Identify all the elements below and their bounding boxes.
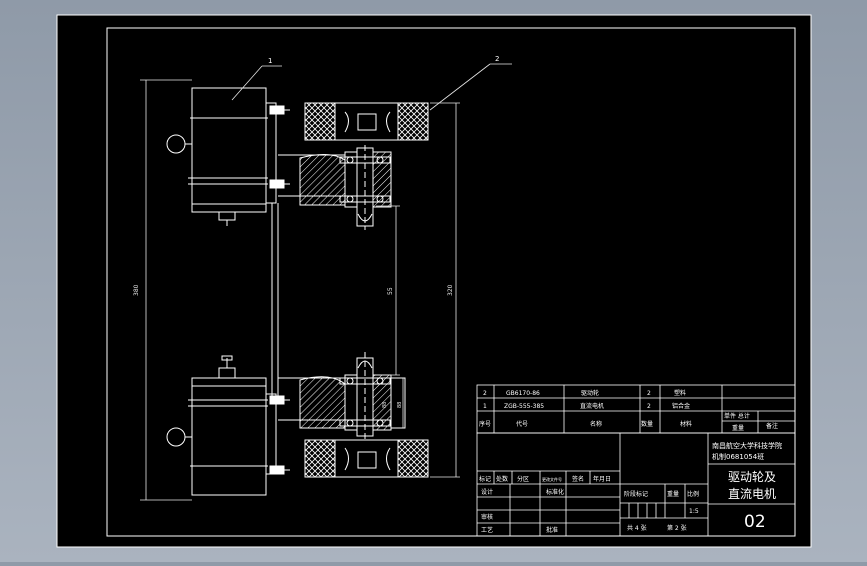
dim-inner: 55 (387, 287, 394, 295)
bom-header-code: 代号 (516, 420, 528, 428)
bom-row-1-qty: 2 (647, 403, 651, 410)
bom-header-qty: 数量 (641, 420, 653, 428)
bom-row-1-no: 1 (483, 403, 487, 410)
title-line-2: 直流电机 (728, 487, 776, 501)
dim-shaft-left: 88 (382, 402, 388, 408)
bom-row-1-name: 直流电机 (580, 402, 604, 410)
drawing-frame (106, 27, 796, 537)
mark-row-5: 年月日 (593, 475, 611, 483)
sheet-count: 共 4 张 (627, 524, 647, 532)
weight-label: 重量 (667, 490, 679, 498)
callout-2: 2 (495, 55, 499, 63)
bom-header-no: 序号 (479, 420, 491, 428)
school-name: 南昌航空大学科技学院 (712, 441, 782, 450)
bom-row-2-code: GB6170-86 (506, 390, 540, 397)
bom-header-remark: 备注 (766, 422, 778, 430)
dim-right: 320 (447, 284, 454, 296)
bom-row-2-qty: 2 (647, 390, 651, 397)
bom-row-1-material: 铝合金 (672, 402, 690, 410)
scale-value: 1:5 (689, 508, 699, 515)
dim-shaft-right: 88 (397, 402, 403, 408)
callout-1: 1 (268, 57, 272, 65)
bom-header-weight: 重量 (732, 424, 744, 432)
bom-header-name: 名称 (590, 420, 602, 428)
mark-row-3: 更改文件号 (542, 476, 562, 482)
motor-bottom (166, 355, 268, 496)
scale-label: 比例 (687, 490, 699, 498)
wheel-bottom (299, 352, 429, 478)
dim-overall: 380 (133, 284, 140, 296)
bom-row-2-material: 塑料 (674, 389, 686, 397)
standard-label: 标准化 (546, 488, 564, 496)
design-label: 设计 (481, 488, 493, 496)
mark-row-4: 签名 (572, 475, 584, 483)
approve-label: 批准 (546, 526, 558, 534)
bom-row-1-code: ZGB-555-385 (504, 403, 544, 410)
title-line-1: 驱动轮及 (728, 470, 776, 484)
bom-header-material: 材料 (680, 420, 692, 428)
stage-label: 阶段标记 (624, 490, 648, 498)
bom-row-2-no: 2 (483, 390, 487, 397)
motor-top (166, 87, 268, 226)
sheet-number: 第 2 张 (667, 524, 687, 532)
dimension-lines (140, 63, 512, 501)
drawing-sheet (56, 14, 812, 548)
bom-header-single-total: 单件 总计 (724, 412, 750, 420)
flange-bottom (265, 393, 290, 475)
bom-row-2-name: 驱动轮 (581, 389, 599, 397)
mark-row-0: 标记 (479, 475, 491, 483)
title-block (476, 432, 796, 537)
process-label: 工艺 (481, 526, 493, 534)
review-label: 审核 (481, 513, 493, 521)
mark-row-2: 分区 (517, 475, 529, 483)
flange-top (265, 102, 290, 204)
drawing-number: 02 (744, 512, 766, 532)
class-name: 机制0681054班 (712, 452, 764, 461)
mark-row-1: 处数 (496, 475, 508, 483)
wheel-top (299, 102, 429, 230)
